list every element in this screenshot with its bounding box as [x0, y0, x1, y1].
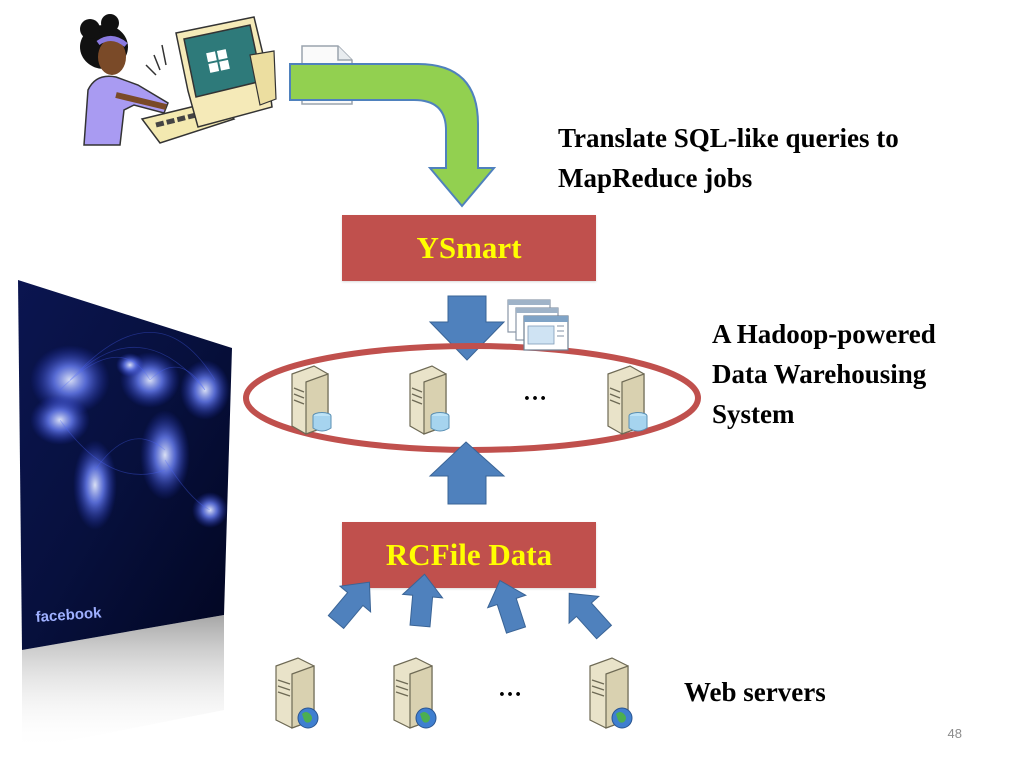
down-arrow	[428, 295, 506, 361]
hadoop-label-line-1: A Hadoop-powered	[712, 319, 936, 349]
up-arrow	[428, 441, 506, 505]
translate-label-line-1: Translate SQL-like queries to	[558, 123, 899, 153]
database-server-icon-1	[291, 365, 332, 435]
web-server-icon-1	[275, 657, 319, 729]
translate-label: Translate SQL-like queries to MapReduce …	[558, 118, 899, 198]
rcfile-data-box: RCFile Data	[342, 522, 596, 588]
database-server-icon-3	[607, 365, 648, 435]
hadoop-label-line-2: Data Warehousing	[712, 359, 927, 389]
translate-label-line-2: MapReduce jobs	[558, 163, 753, 193]
rcfile-data-box-label: RCFile Data	[385, 537, 553, 572]
facebook-world-map-image: facebook	[18, 280, 232, 750]
web-server-icon-2	[393, 657, 437, 729]
windows-stack-icon	[507, 299, 569, 351]
web-server-icon-3	[589, 657, 633, 729]
cluster-ellipsis: …	[523, 380, 547, 406]
user-at-computer-icon	[80, 14, 277, 146]
web-servers-ellipsis: …	[498, 676, 522, 702]
hadoop-label-line-3: System	[712, 399, 795, 429]
page-number: 48	[947, 726, 962, 741]
facebook-logo-text: facebook	[35, 604, 103, 626]
ysmart-box-label: YSmart	[416, 230, 522, 265]
database-server-icon-2	[409, 365, 450, 435]
web-server-arrows	[327, 573, 613, 640]
hadoop-label: A Hadoop-powered Data Warehousing System	[712, 314, 936, 434]
ysmart-box: YSmart	[342, 215, 596, 281]
web-servers-label: Web servers	[684, 677, 826, 707]
